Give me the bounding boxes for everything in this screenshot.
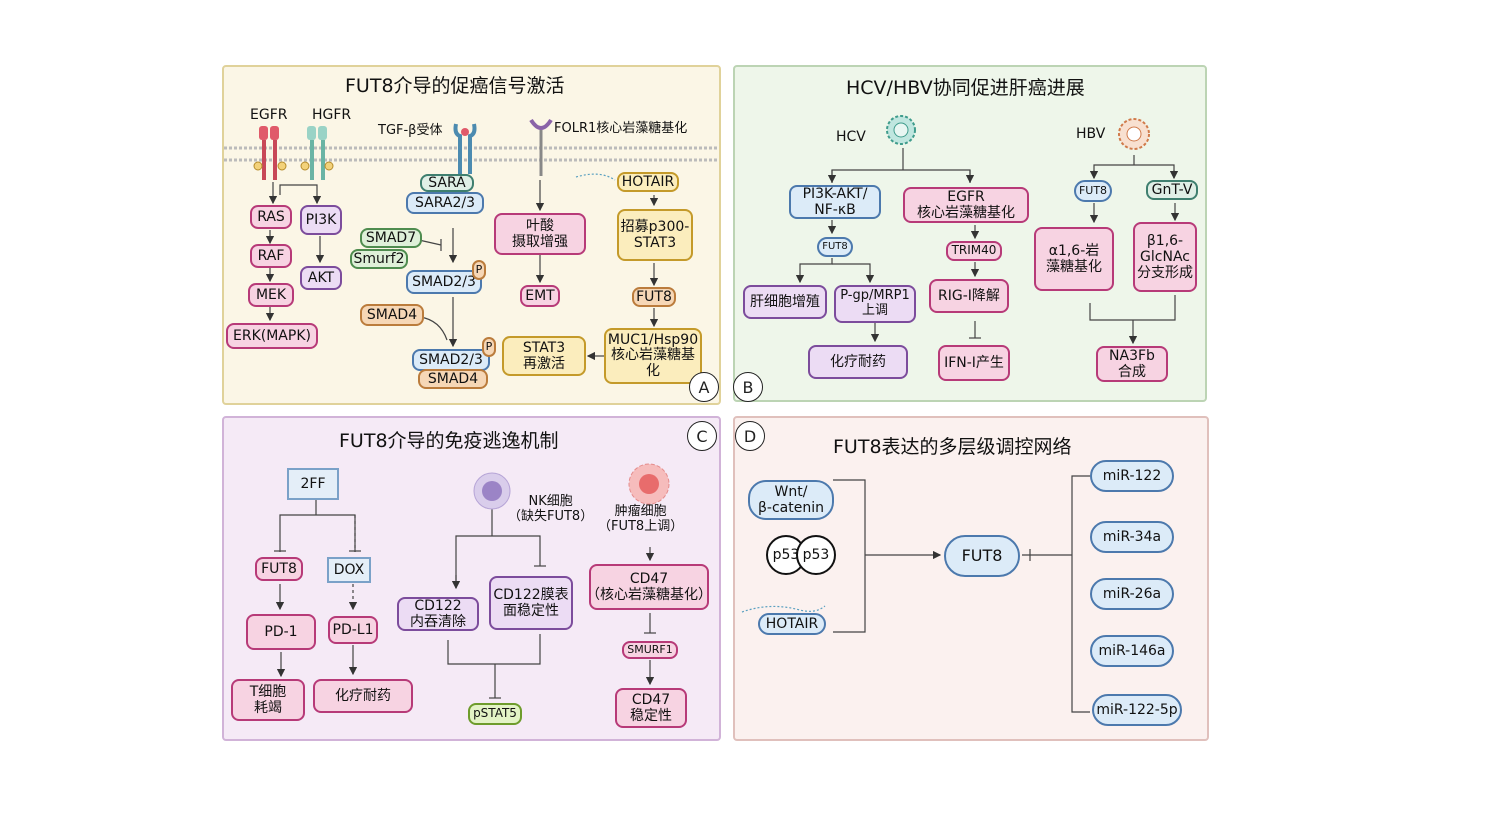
fut8-box-a: FUT8	[632, 287, 676, 307]
smad23b-box: SMAD2/3	[412, 349, 490, 371]
mir-box: miR-122	[1090, 460, 1174, 492]
egfr-label: EGFR	[250, 107, 288, 123]
smad7-box: SMAD7	[360, 228, 422, 248]
panel-c-title: FUT8介导的免疫逃逸机制	[339, 430, 559, 452]
p-circle: P	[472, 260, 486, 280]
panel-b-title: HCV/HBV协同促进肝癌进展	[846, 77, 1085, 99]
rig-box: RIG-I降解	[929, 279, 1009, 313]
receptor-icon	[253, 126, 334, 180]
panel-d-title: FUT8表达的多层级调控网络	[833, 436, 1072, 458]
fut8-box-b2: FUT8	[1074, 180, 1112, 202]
p53-circle-2: p53	[796, 535, 836, 575]
dox-box: DOX	[327, 557, 371, 583]
smurf2-box: Smurf2	[350, 249, 408, 269]
fut8-box-d: FUT8	[944, 535, 1020, 577]
cd122-endo-box: CD122 内吞清除	[397, 597, 479, 631]
pd1-box: PD-1	[246, 614, 316, 650]
pi3k-box: PI3K	[300, 205, 342, 235]
ras-box: RAS	[250, 205, 292, 229]
erk-box: ERK(MAPK)	[226, 323, 318, 349]
a16-box: α1,6-岩 藻糖基化	[1034, 227, 1114, 291]
pgp-box: P-gp/MRP1 上调	[834, 285, 916, 323]
gntv-box: GnT-V	[1146, 180, 1198, 200]
hbv-virus-icon	[1118, 118, 1150, 150]
fut8-box-c: FUT8	[255, 557, 303, 581]
mek-box: MEK	[248, 283, 294, 307]
mir-box: miR-146a	[1090, 635, 1174, 667]
folr1-icon	[529, 118, 553, 176]
hgfr-label: HGFR	[312, 107, 352, 123]
marker-d: D	[735, 421, 765, 451]
cd122-stab-box: CD122膜表 面稳定性	[489, 576, 573, 630]
hepatocyte-box: 肝细胞增殖	[743, 285, 827, 319]
smurf1-box: SMURF1	[622, 641, 678, 659]
trim40-box: TRIM40	[946, 241, 1002, 261]
raf-box: RAF	[250, 244, 292, 268]
mir-box: miR-26a	[1090, 578, 1174, 610]
nk-cell-icon	[473, 472, 511, 510]
mir-box: miR-122-5p	[1092, 694, 1182, 726]
chemo-box-c: 化疗耐药	[313, 679, 413, 713]
hcv-virus-icon	[886, 115, 916, 145]
smad4b-box: SMAD4	[418, 369, 488, 389]
pdl1-box: PD-L1	[328, 616, 378, 644]
tgf-receptor-icon	[453, 123, 477, 174]
ifn-box: IFN-I产生	[938, 345, 1010, 381]
muc1-box: MUC1/Hsp90 核心岩藻糖基 化	[604, 328, 702, 384]
emt-box: EMT	[520, 285, 560, 307]
cd47-stab-box: CD47 稳定性	[615, 688, 687, 728]
marker-b: B	[733, 372, 763, 402]
hotair-box-d: HOTAIR	[758, 613, 826, 635]
hotair-box: HOTAIR	[617, 172, 679, 192]
pstat5-box: pSTAT5	[468, 703, 522, 725]
tcell-box: T细胞 耗竭	[231, 679, 305, 721]
stat3-box: STAT3 再激活	[502, 336, 586, 376]
tumor-cell-icon	[628, 463, 670, 505]
marker-a: A	[689, 372, 719, 402]
na3fb-box: NA3Fb 合成	[1096, 346, 1168, 382]
tumor-cell-label: 肿瘤细胞 （FUT8上调）	[598, 504, 684, 534]
p-circle-b: P	[482, 337, 496, 357]
fut8-box-b1: FUT8	[817, 237, 853, 257]
panel-a-title: FUT8介导的促癌信号激活	[345, 75, 565, 97]
2ff-box: 2FF	[287, 468, 339, 500]
cd47-box: CD47 （核心岩藻糖基化）	[586, 564, 712, 610]
tgf-receptor-label: TGF-β受体	[378, 123, 443, 138]
recruit-box: 招募p300- STAT3	[617, 209, 693, 261]
sara-box: SARA	[420, 174, 474, 192]
marker-c: C	[687, 421, 717, 451]
folate-box: 叶酸 摄取增强	[494, 213, 586, 255]
akt-box: AKT	[300, 266, 342, 290]
hcv-label: HCV	[836, 129, 866, 145]
chemo-box-b: 化疗耐药	[808, 345, 908, 379]
smad23-box: SMAD2/3	[406, 270, 482, 294]
hbv-label: HBV	[1076, 126, 1106, 142]
smad4-box: SMAD4	[360, 304, 424, 326]
b16-box: β1,6- GlcNAc 分支形成	[1133, 222, 1197, 292]
sara23-box: SARA2/3	[406, 192, 484, 214]
mir-box: miR-34a	[1090, 521, 1174, 553]
folr1-label: FOLR1核心岩藻糖基化	[554, 121, 688, 136]
nk-cell-label: NK细胞 （缺失FUT8）	[508, 494, 594, 524]
wnt-box: Wnt/ β-catenin	[748, 480, 834, 520]
pi3k-akt-box: PI3K-AKT/ NF-κB	[789, 185, 881, 219]
egfr-fuc-box: EGFR 核心岩藻糖基化	[903, 187, 1029, 223]
